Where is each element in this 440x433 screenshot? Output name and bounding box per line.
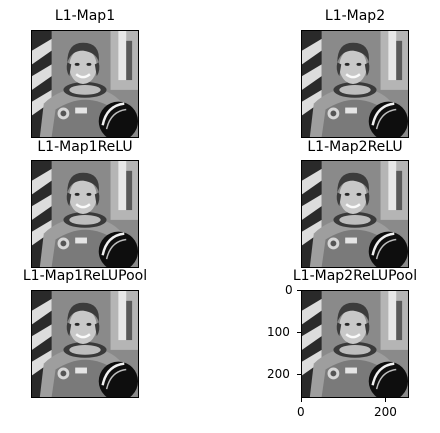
panel-title: L1-Map1ReLUPool xyxy=(22,268,148,284)
panel-title: L1-Map1ReLU xyxy=(37,139,133,155)
x-tick-label: 0 xyxy=(297,405,305,419)
panel-title: L1-Map2ReLUPool xyxy=(292,268,418,284)
y-tick-mark xyxy=(297,374,301,375)
astronaut-image xyxy=(31,30,139,138)
astronaut-image xyxy=(301,30,409,138)
astronaut-image xyxy=(301,160,409,268)
x-tick-mark xyxy=(385,398,386,402)
panel-title: L1-Map2ReLU xyxy=(307,139,403,155)
y-tick-label: 0 xyxy=(285,283,293,297)
y-tick-label: 100 xyxy=(267,325,290,339)
astronaut-image xyxy=(31,290,139,398)
astronaut-image xyxy=(31,160,139,268)
x-tick-label: 200 xyxy=(374,405,397,419)
panel-title: L1-Map2 xyxy=(324,8,386,24)
x-tick-mark xyxy=(301,398,302,402)
astronaut-image xyxy=(301,290,409,398)
y-tick-mark xyxy=(297,332,301,333)
y-tick-mark xyxy=(297,290,301,291)
y-tick-label: 200 xyxy=(267,367,290,381)
panel-title: L1-Map1 xyxy=(54,8,116,24)
